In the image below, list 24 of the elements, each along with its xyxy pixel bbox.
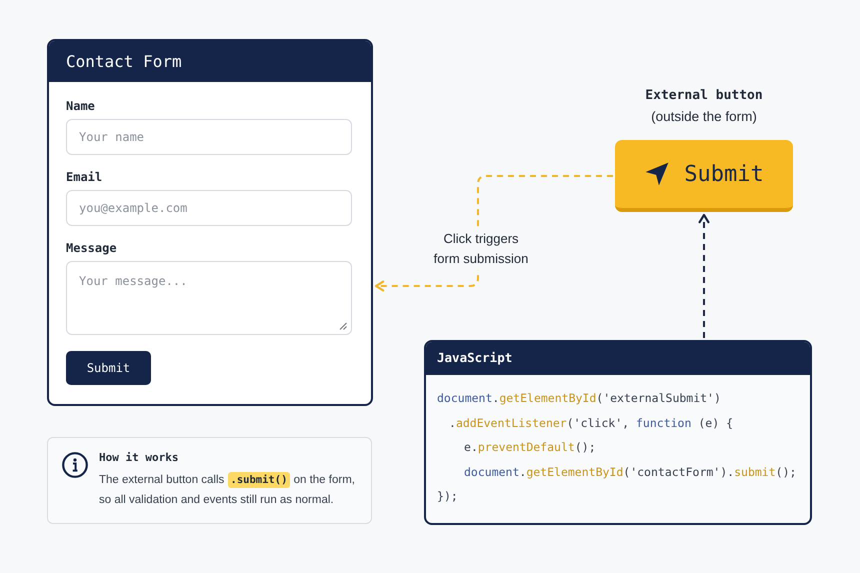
field-label: Email (66, 169, 102, 185)
code-line: }); (437, 488, 458, 505)
code-line: .addEventListener('click', function (e) { (449, 414, 734, 432)
code-line: e.preventDefault(); (464, 439, 596, 456)
button-note: (outside the form) (651, 108, 757, 126)
form-title: Contact Form (66, 54, 182, 70)
input-field: you@example.com (66, 190, 352, 226)
code-panel (424, 340, 812, 525)
textarea-field: Your message... (66, 261, 352, 335)
external-submit-button: Submit (615, 140, 793, 212)
form-card (47, 39, 373, 406)
field-label: Message (66, 240, 117, 256)
panel-title: JavaScript (437, 352, 512, 365)
field-label: Name (66, 98, 95, 114)
code-line: document.getElementById('externalSubmit') (437, 390, 721, 407)
info-title: How it works (99, 450, 178, 466)
input-field: Your name (66, 119, 352, 155)
code-line: document.getElementById('contactForm').submit(); (464, 464, 796, 480)
button-caption: External button (645, 87, 763, 105)
dashed-arrow (698, 214, 710, 338)
dashed-arrow (374, 175, 613, 292)
info-text: The external button calls .submit() on the form, so all validation and events still run as normal. (99, 471, 356, 508)
info-box (47, 437, 372, 524)
submit-button: Submit (66, 351, 151, 385)
